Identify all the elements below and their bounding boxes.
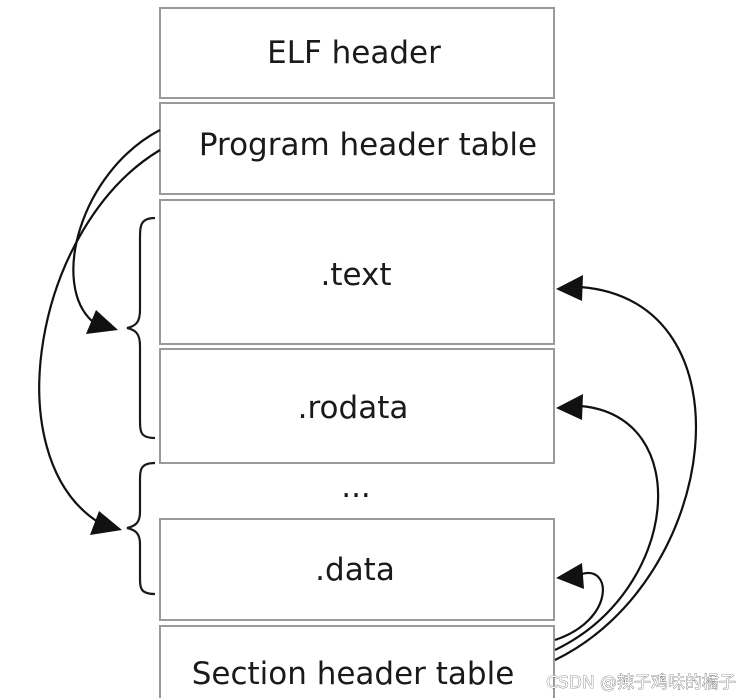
program-header-table-label: Program header table xyxy=(199,127,537,163)
program-header-to-data-arrow xyxy=(38,149,161,523)
elf-header-box xyxy=(159,7,555,99)
rodata-section-label: .rodata xyxy=(298,390,409,426)
arrowhead-text-section xyxy=(556,275,583,301)
section-header-table-label: Section header table xyxy=(192,656,515,692)
data-section-box xyxy=(159,518,555,621)
section-header-to-rodata-arrow xyxy=(554,404,660,651)
arrowhead-rodata-section xyxy=(556,394,583,420)
section-header-to-data-arrow xyxy=(554,571,604,642)
csdn-watermark: CSDN @辣子鸡味的橘子 xyxy=(546,673,736,693)
arrowhead-text-segment xyxy=(86,310,118,334)
arrowhead-data-segment xyxy=(90,511,122,535)
elf-header-label: ELF header xyxy=(267,35,441,71)
program-header-to-text-arrow xyxy=(72,129,161,323)
data-segment-brace xyxy=(126,461,156,596)
arrowhead-data-section xyxy=(556,563,584,589)
rodata-section-box xyxy=(159,348,555,464)
section-header-to-text-arrow xyxy=(554,285,698,661)
text-segment-brace xyxy=(126,216,156,440)
section-header-table-box xyxy=(159,625,555,698)
data-section-label: .data xyxy=(315,552,395,588)
text-section-label: .text xyxy=(320,257,391,293)
ellipsis-label: ... xyxy=(341,469,371,505)
program-header-table-box xyxy=(159,102,555,195)
text-section-box xyxy=(159,199,555,345)
